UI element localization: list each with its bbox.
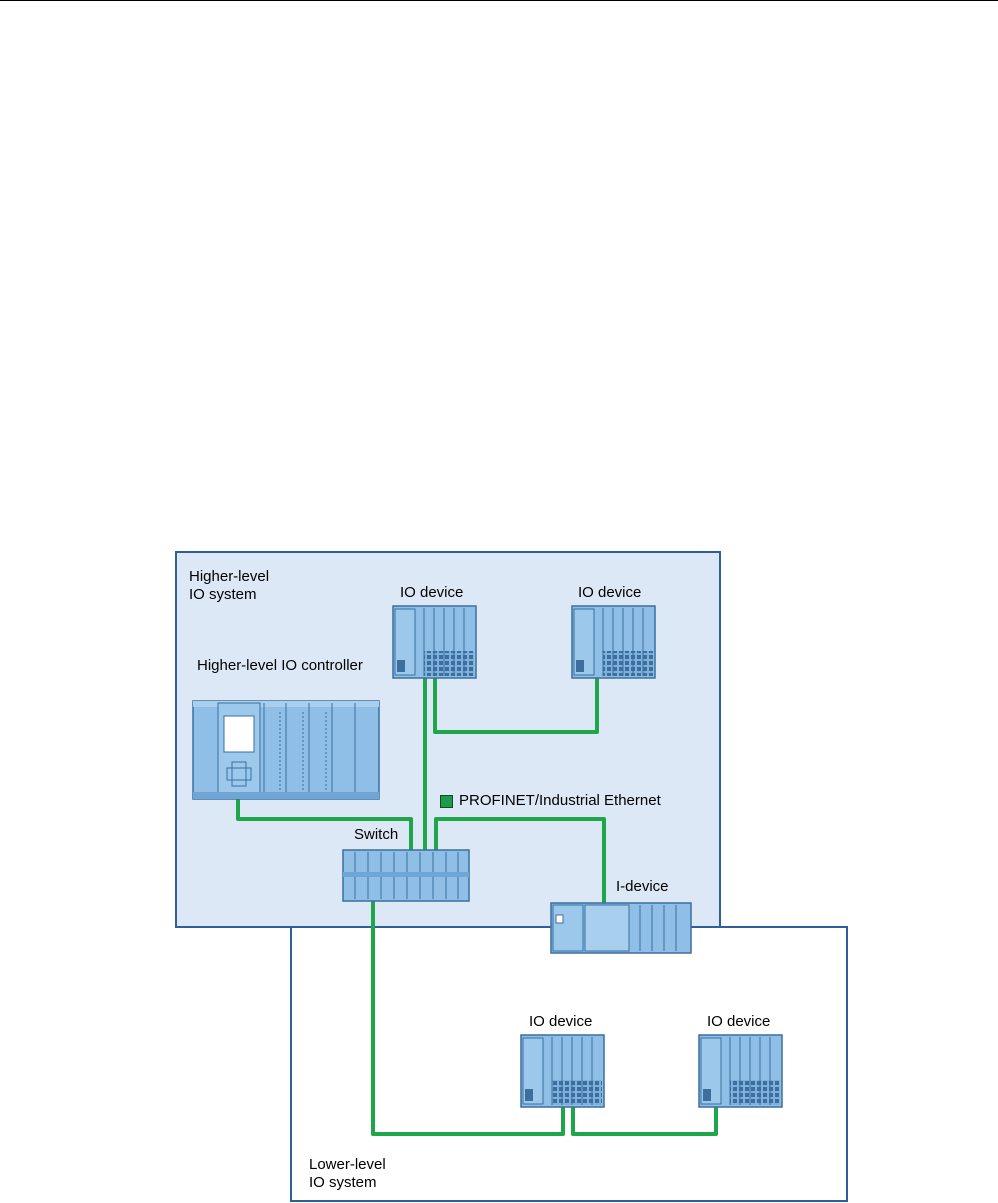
io-device-top-1-device — [392, 605, 477, 679]
network-legend-label: PROFINET/Industrial Ethernet — [459, 792, 661, 809]
link-switch-io-device-bottom-1 — [371, 901, 565, 1136]
io-device-bottom-2-device — [698, 1034, 783, 1108]
i-device-label: I-device — [616, 878, 669, 895]
network-links — [236, 678, 718, 1136]
i-device-device — [550, 902, 692, 954]
io-device-bottom-1-device — [520, 1034, 605, 1108]
link-switch-i-device — [434, 817, 606, 903]
switch-device — [342, 849, 470, 902]
lower-level-io-system-label: Lower-level IO system — [309, 1156, 386, 1191]
io-device-bottom-2-label: IO device — [707, 1013, 771, 1030]
io-device-top-1-label: IO device — [400, 584, 464, 601]
io-device-top-2-label: IO device — [578, 584, 642, 601]
legend: PROFINET/Industrial Ethernet — [440, 792, 661, 810]
page-top-rule — [0, 0, 998, 1]
higher-level-io-system-label: Higher-level IO system — [189, 568, 270, 603]
link-io-device-bottom-1-to-2 — [571, 1107, 718, 1136]
io-device-bottom-1-label: IO device — [529, 1013, 593, 1030]
link-io-device-top-1-to-2 — [433, 678, 599, 734]
switch-label: Switch — [354, 826, 399, 843]
controller-label: Higher-level IO controller — [197, 657, 363, 674]
io-device-top-2-device — [571, 605, 656, 679]
network-legend-swatch — [440, 794, 453, 808]
higher-level-io-controller-device — [192, 700, 380, 800]
link-controller-switch — [236, 796, 413, 850]
